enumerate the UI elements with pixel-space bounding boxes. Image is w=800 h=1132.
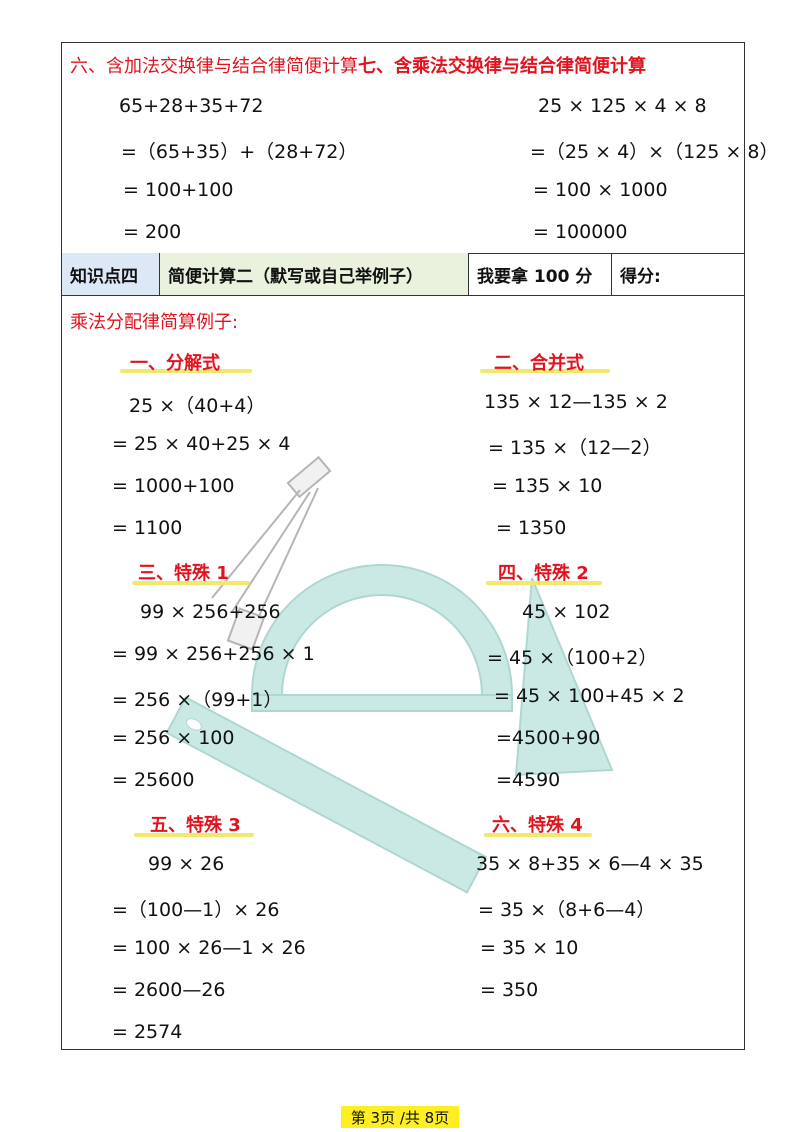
example-line: = 2574 — [112, 1021, 183, 1043]
left-calc-line: 65+28+35+72 — [119, 95, 264, 117]
header-cell-knowledge: 知识点四 — [62, 253, 160, 295]
example-line: = 25 × 40+25 × 4 — [112, 433, 291, 455]
example-title: 三、特殊 1 — [138, 563, 229, 584]
example-title: 四、特殊 2 — [498, 563, 589, 584]
example-line: =4500+90 — [496, 727, 601, 749]
example-line: = 135 ×（12—2） — [488, 437, 662, 459]
example-line: = 100 × 26—1 × 26 — [112, 937, 306, 959]
example-line: = 99 × 256+256 × 1 — [112, 643, 315, 665]
example-line: = 35 × 10 — [480, 937, 579, 959]
right-calc-line: = 100000 — [533, 221, 628, 243]
page-number: 第 3页 /共 8页 — [341, 1106, 459, 1128]
example-line: 99 × 26 — [148, 853, 225, 875]
section-six-title: 六、含加法交换律与结合律简便计算 — [70, 56, 358, 77]
right-calc-line: = 100 × 1000 — [533, 179, 668, 201]
example-line: = 1350 — [496, 517, 567, 539]
right-calc-line: =（25 × 4）×（125 × 8） — [530, 141, 779, 163]
right-calc-line: 25 × 125 × 4 × 8 — [538, 95, 707, 117]
left-calc-line: = 200 — [123, 221, 182, 243]
example-line: = 45 × 100+45 × 2 — [494, 685, 685, 707]
section-title: 六、含加法交换律与结合律简便计算七、含乘法交换律与结合律简便计算 — [70, 52, 646, 78]
example-line: = 135 × 10 — [492, 475, 603, 497]
section-seven-title: 七、含乘法交换律与结合律简便计算 — [358, 56, 646, 77]
example-line: =4590 — [496, 769, 561, 791]
example-title: 五、特殊 3 — [150, 815, 241, 836]
example-line: = 25600 — [112, 769, 195, 791]
example-line: 99 × 256+256 — [140, 601, 281, 623]
intro-text: 乘法分配律简算例子: — [70, 312, 239, 333]
example-line: = 35 ×（8+6—4） — [478, 899, 656, 921]
example-line: = 256 ×（99+1） — [112, 689, 283, 711]
example-line: = 350 — [480, 979, 539, 1001]
worksheet-frame: 六、含加法交换律与结合律简便计算七、含乘法交换律与结合律简便计算 65+28+3… — [61, 42, 778, 1050]
example-line: = 45 ×（100+2） — [487, 647, 658, 669]
example-line: 135 × 12—135 × 2 — [484, 391, 668, 413]
example-line: 45 × 102 — [522, 601, 611, 623]
title-highlight — [486, 581, 602, 585]
header-cell-topic: 简便计算二（默写或自己举例子） — [160, 253, 469, 295]
header-cell-goal: 我要拿 100 分 — [469, 253, 612, 295]
example-line: =（100—1）× 26 — [112, 899, 280, 921]
example-line: = 2600—26 — [112, 979, 226, 1001]
header-cell-score: 得分: — [620, 266, 661, 287]
example-line: = 1100 — [112, 517, 183, 539]
left-calc-line: = 100+100 — [123, 179, 234, 201]
title-highlight — [120, 369, 252, 373]
example-line: 25 ×（40+4） — [129, 395, 266, 417]
divider — [62, 295, 744, 296]
example-line: = 1000+100 — [112, 475, 235, 497]
title-highlight — [480, 369, 610, 373]
example-title: 二、合并式 — [494, 353, 584, 374]
left-calc-line: =（65+35）+（28+72） — [121, 141, 358, 163]
example-line: = 256 × 100 — [112, 727, 235, 749]
example-title: 六、特殊 4 — [492, 815, 583, 836]
example-line: 35 × 8+35 × 6—4 × 35 — [476, 853, 704, 875]
title-highlight — [134, 833, 254, 837]
title-highlight — [484, 833, 592, 837]
title-highlight — [132, 581, 250, 585]
example-title: 一、分解式 — [130, 353, 220, 374]
